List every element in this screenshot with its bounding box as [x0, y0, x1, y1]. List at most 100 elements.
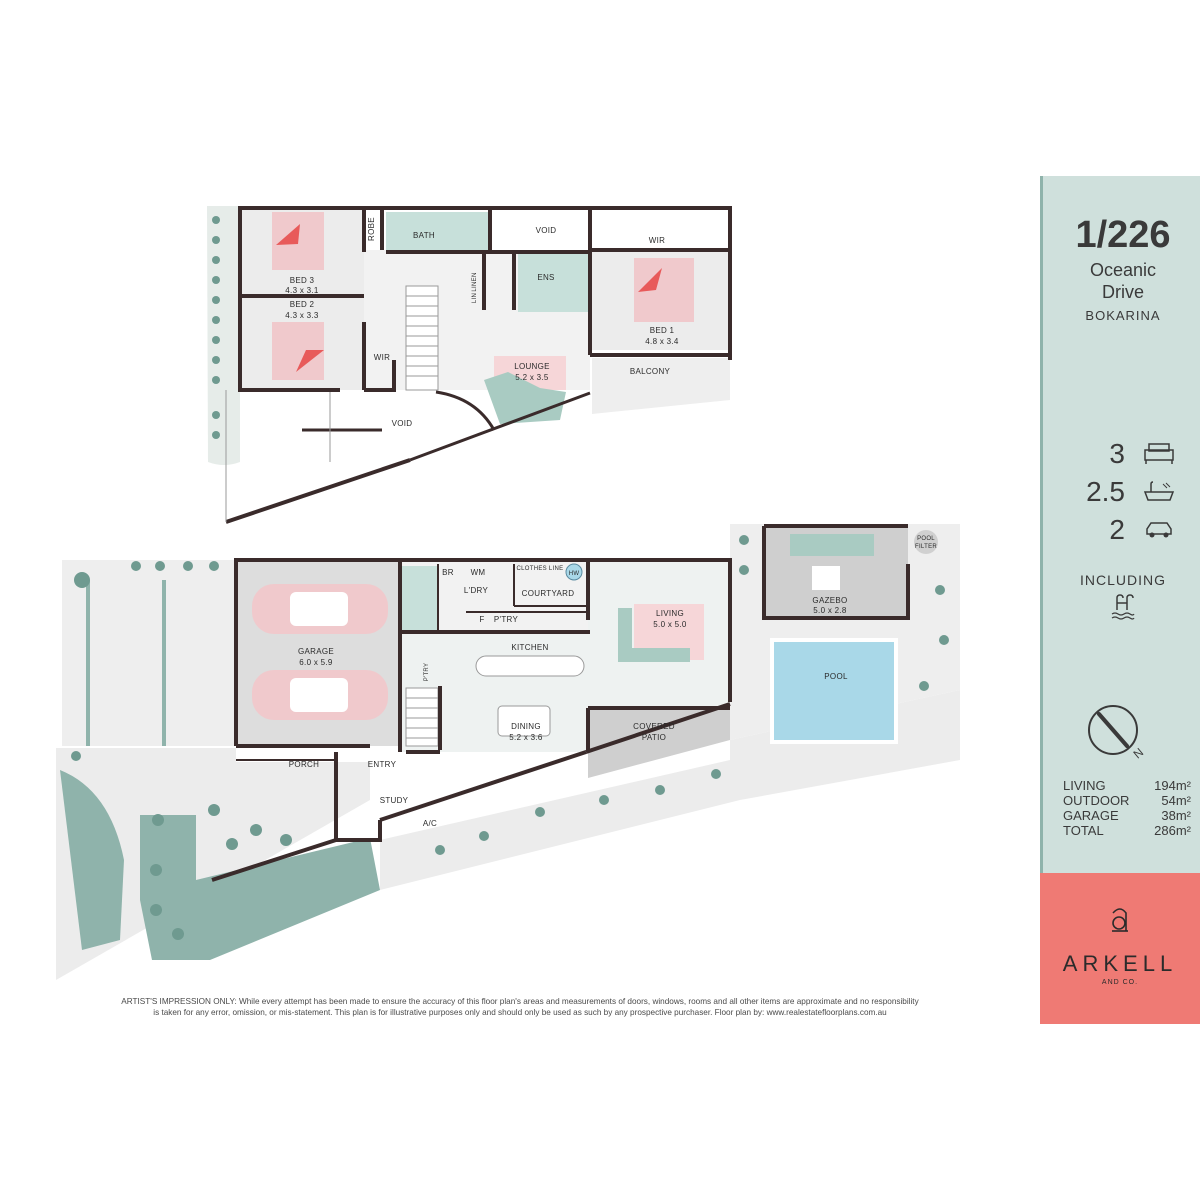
stairs-upper: [405, 285, 439, 391]
internal-partitions: [236, 564, 588, 761]
gazebo-sofa: [790, 534, 874, 556]
dining-name: DINING: [511, 722, 541, 731]
driveway: [62, 560, 236, 746]
bed1-cover-icon: [638, 268, 662, 292]
bath-floor: [386, 212, 490, 252]
lounge-name: LOUNGE: [514, 362, 550, 371]
upper-floor: ROBE BATH VOID WIR BED 3 4.3 x 3.1 BED 2…: [207, 206, 732, 524]
upper-rails: [302, 390, 591, 462]
brand-name: ARKELL: [1062, 951, 1178, 976]
including-label: INCLUDING: [1079, 572, 1166, 588]
car-icon: [252, 670, 388, 720]
compass-north-label: N: [1131, 745, 1147, 761]
cars-feature: 2: [1063, 514, 1183, 545]
hw-icon: [565, 563, 583, 581]
covered-patio-line2: PATIO: [642, 733, 666, 742]
ldry-label: L'DRY: [464, 586, 489, 595]
panel-top: 1/226 Oceanic Drive BOKARINA 3 2.5 2: [1040, 176, 1200, 873]
kitchen-label: KITCHEN: [511, 643, 548, 652]
garden-strip: [207, 206, 240, 465]
ptry-label: P'TRY: [494, 615, 519, 624]
ground-floor: BR WM CLOTHES LINE HW L'DRY COURTYARD F …: [56, 524, 960, 980]
area-label: OUTDOOR: [1063, 793, 1130, 808]
upper-walls: [225, 206, 732, 524]
brand-sub: AND CO.: [1101, 979, 1139, 986]
disclaimer-line1: ARTIST'S IMPRESSION ONLY: While every at…: [121, 997, 919, 1006]
pool-water: [770, 638, 898, 744]
kitchen-island: [475, 655, 585, 677]
ldry-floor: [400, 566, 438, 632]
side-lawn: [60, 770, 124, 950]
pool-label: POOL: [824, 672, 848, 681]
lin-label: LIN: [472, 293, 478, 303]
compass-icon: N: [1088, 705, 1147, 761]
balcony-label: BALCONY: [630, 367, 671, 376]
bed3-name: BED 3: [290, 276, 315, 285]
balcony-floor: [592, 358, 730, 414]
bed2-size: 4.3 x 3.3: [285, 311, 319, 320]
brand-block: ARKELL AND CO.: [1040, 873, 1200, 1024]
br-label: BR: [442, 568, 454, 577]
pool-ladder-icon: [1111, 594, 1135, 620]
disclaimer: ARTIST'S IMPRESSION ONLY: While every at…: [60, 996, 980, 1018]
stairs-ground: [405, 687, 439, 747]
bed1-name: BED 1: [650, 326, 675, 335]
patio-floor: [588, 708, 730, 778]
floor-plan: ROBE BATH VOID WIR BED 3 4.3 x 3.1 BED 2…: [56, 206, 960, 980]
street-line1: Oceanic: [1089, 260, 1157, 280]
cars-count: 2: [1109, 514, 1125, 545]
lounge-size: 5.2 x 3.5: [515, 373, 549, 382]
bathrooms-count: 2.5: [1086, 476, 1125, 507]
bed2-name: BED 2: [290, 300, 315, 309]
disclaimer-line2: is taken for any error, omission, or mis…: [153, 1008, 887, 1017]
gazebo-table: [812, 566, 840, 590]
courtyard-label: COURTYARD: [522, 589, 575, 598]
garden-plant-icons: [71, 535, 949, 940]
void-lower-label: VOID: [392, 419, 413, 428]
area-label: TOTAL: [1063, 823, 1104, 838]
void-upper-label: VOID: [536, 226, 557, 235]
driveway-strip: [86, 580, 90, 746]
garage-name: GARAGE: [298, 647, 334, 656]
dining-table: [497, 705, 551, 737]
bedrooms-feature: 3: [1063, 438, 1183, 469]
void-lines: [225, 390, 331, 522]
f-label: F: [479, 615, 484, 624]
bath-icon: [1143, 481, 1175, 501]
brand-logo-icon: [1112, 908, 1128, 932]
clothes-line-label: CLOTHES LINE: [517, 566, 564, 572]
porch-label: PORCH: [289, 760, 319, 769]
bed2-cover-icon: [296, 350, 324, 372]
area-value: 194m²: [1154, 778, 1191, 793]
gazebo-size: 5.0 x 2.8: [813, 606, 847, 615]
study-label: STUDY: [380, 796, 409, 805]
street-line2: Drive: [1101, 282, 1144, 302]
wir-upper-label: WIR: [649, 236, 665, 245]
wir-bed2-label: WIR: [374, 353, 390, 362]
pool-filter-line2: FILTER: [915, 544, 937, 550]
dining-size: 5.2 x 3.6: [509, 733, 543, 742]
bathrooms-feature: 2.5: [1063, 476, 1183, 507]
bed3-cover-icon: [276, 224, 300, 245]
pool-filter-line1: POOL: [917, 536, 935, 542]
wm-label: WM: [471, 568, 486, 577]
driveway-strip: [162, 580, 166, 746]
area-row: LIVING 194m²: [1063, 778, 1191, 793]
ptry2-label: P'TRY: [424, 663, 430, 682]
suburb: BOKARINA: [1085, 308, 1161, 323]
garage-size: 6.0 x 5.9: [299, 658, 333, 667]
ens-label: ENS: [537, 273, 554, 282]
area-label: LIVING: [1063, 778, 1106, 793]
robe-label: ROBE: [367, 217, 376, 241]
living-name: LIVING: [656, 609, 684, 618]
ac-label: A/C: [423, 819, 437, 828]
bed1-size: 4.8 x 3.4: [645, 337, 679, 346]
car-icon: [1146, 522, 1172, 538]
bed-icon: [1144, 443, 1174, 464]
bedrooms-count: 3: [1109, 438, 1125, 469]
bath-label: BATH: [413, 231, 435, 240]
